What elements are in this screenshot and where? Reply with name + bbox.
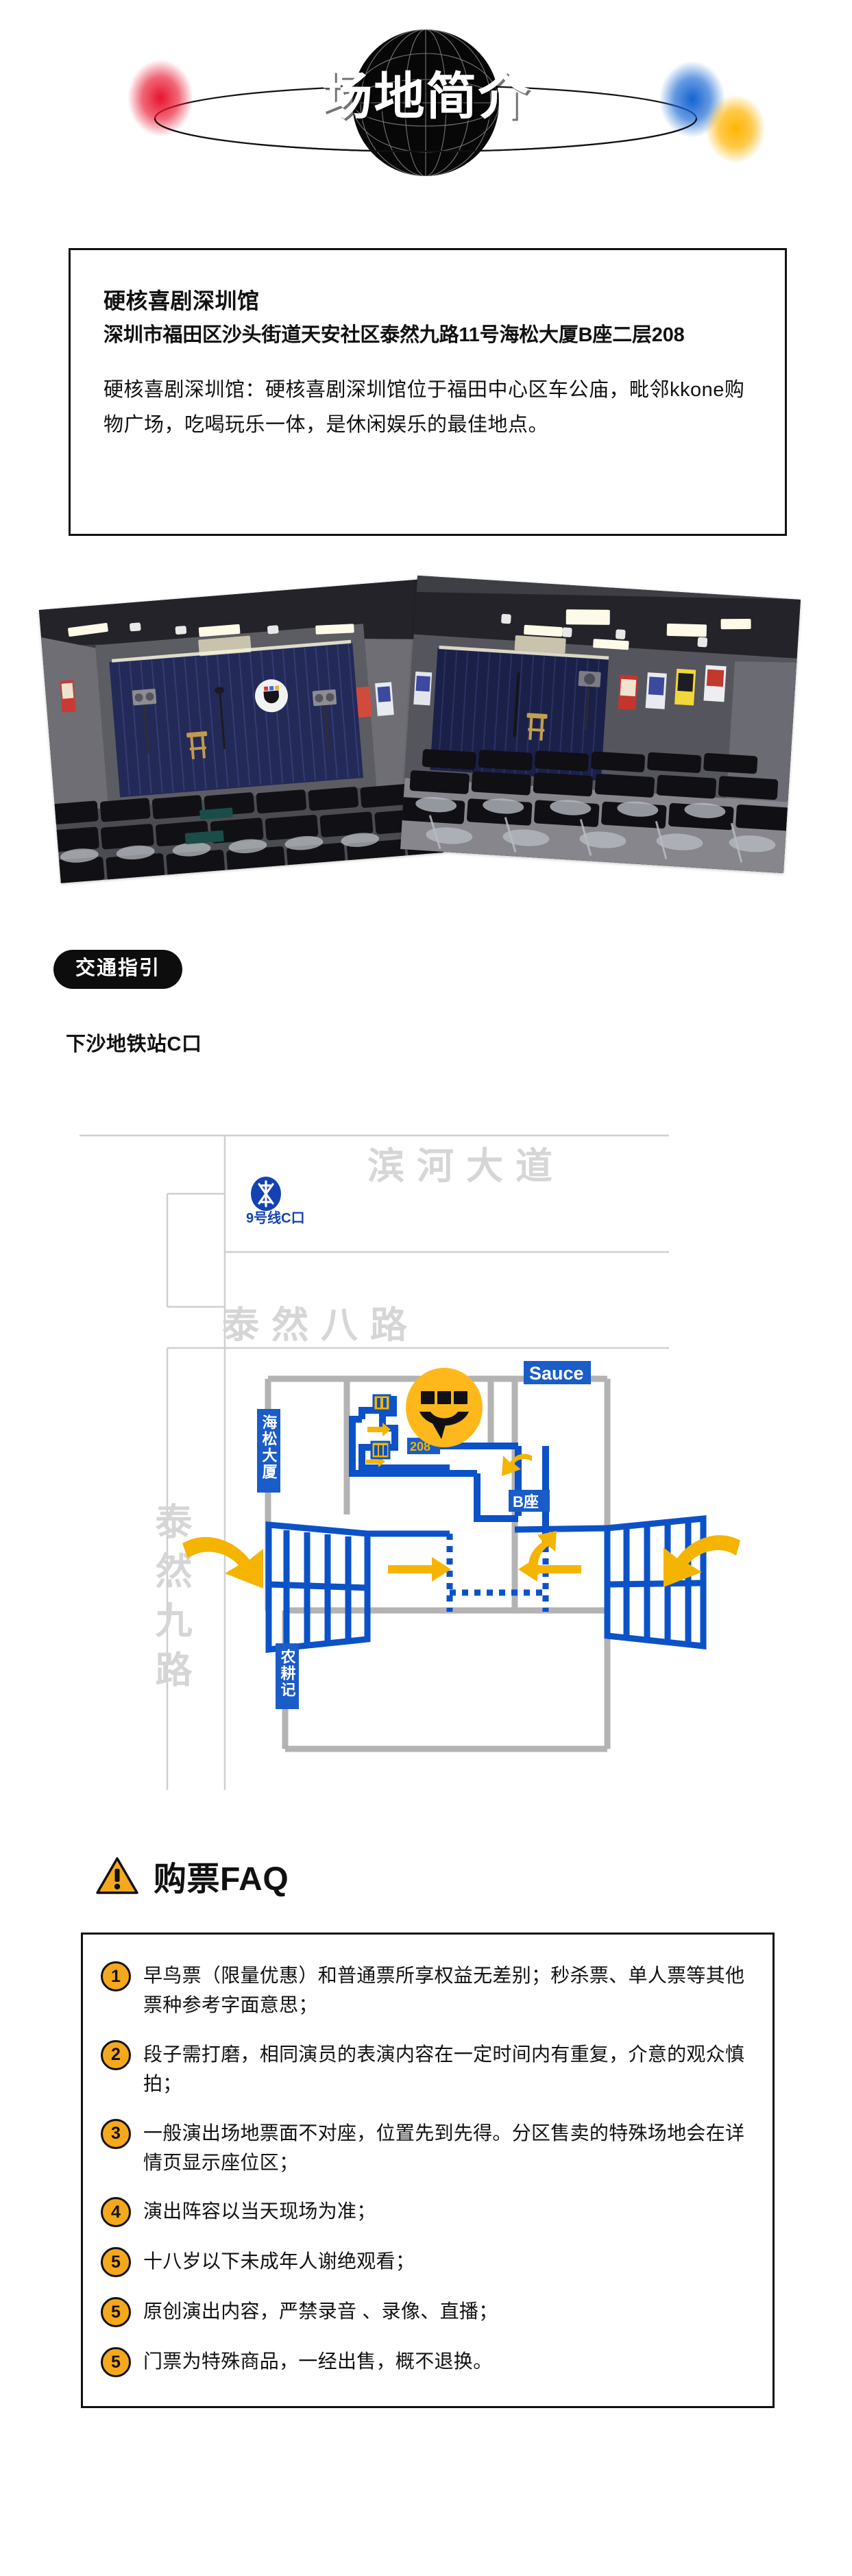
faq-item-text: 原创演出内容，严禁录音 、录像、直播； <box>143 2301 498 2322</box>
venue-photo-seating <box>400 575 801 874</box>
building-b-chip <box>509 1490 550 1512</box>
faq-item-text: 早鸟票（限量优惠）和普通票所享权益无差别；秒杀票、单人票等其他票种参考字面意思； <box>143 1965 745 2016</box>
faq-item-number: 5 <box>101 2297 131 2328</box>
faq-header: 购票FAQ <box>96 1852 289 1900</box>
faq-item-text: 门票为特殊商品，一经出售，概不退换。 <box>143 2351 493 2372</box>
nonggengji-label: 农耕记 <box>279 1648 297 1698</box>
faq-item-text: 一般演出场地票面不对座，位置先到先得。分区售卖的特殊场地会在详情页显示座位区； <box>143 2122 745 2173</box>
venue-location-map[interactable]: 滨河大道 泰然八路 泰然九路 9号线C口 <box>66 1105 751 1817</box>
parking-structure-right <box>604 1515 707 1650</box>
parking-structure-left <box>265 1521 371 1653</box>
venue-photo-stage <box>38 579 444 883</box>
road-label-tairan9: 泰然九路 <box>149 1502 192 1700</box>
page-title: 场地简介 <box>321 68 531 125</box>
venue-name: 硬核喜剧深圳馆 <box>104 289 260 313</box>
road-label-tairan8: 泰然八路 <box>222 1305 419 1346</box>
faq-item: 5 十八岁以下未成年人谢绝观看； <box>101 2245 752 2278</box>
faq-item-text: 十八岁以下未成年人谢绝观看； <box>143 2250 415 2272</box>
faq-item-number: 5 <box>101 2247 131 2278</box>
stage-photo-illustration <box>38 579 444 883</box>
faq-item: 3 一般演出场地票面不对座，位置先到先得。分区售卖的特殊场地会在详情页显示座位区… <box>101 2117 752 2178</box>
nonggengji-chip <box>276 1643 299 1709</box>
red-dot <box>127 60 193 136</box>
venue-address: 深圳市福田区沙头街道天安社区泰然九路11号海松大厦B座二层208 <box>104 323 685 346</box>
seating-photo-illustration <box>400 575 801 874</box>
faq-item-text: 段子需打磨，相同演员的表演内容在一定时间内有重复，介意的观众慎拍； <box>143 2043 745 2095</box>
metro-icon <box>251 1177 281 1211</box>
faq-item: 5 门票为特殊商品，一经出售，概不退换。 <box>101 2345 752 2378</box>
sauce-label: Sauce <box>529 1363 584 1384</box>
haisong-building-label: 海松大厦 <box>260 1414 278 1480</box>
faq-item: 4 演出阵容以当天现场为准； <box>101 2195 752 2228</box>
warning-triangle-icon <box>96 1857 138 1894</box>
faq-item: 1 早鸟票（限量优惠）和普通票所享权益无差别；秒杀票、单人票等其他票种参考字面意… <box>101 1959 752 2020</box>
map-boundary-lines <box>80 1134 669 1790</box>
road-label-binhe: 滨河大道 <box>367 1146 565 1187</box>
haisong-chip <box>257 1409 280 1493</box>
building-b-label: B座 <box>513 1493 539 1510</box>
metro-exit-label: 9号线C口 <box>246 1210 305 1226</box>
traffic-section-badge: 交通指引 <box>53 950 183 989</box>
room-208-label: 208 <box>410 1440 430 1453</box>
orbit-ring-front <box>154 118 698 153</box>
faq-item-number: 5 <box>101 2347 131 2378</box>
elevator-icon <box>372 1394 391 1412</box>
faq-item-number: 2 <box>101 2039 131 2070</box>
map-entry-bars <box>367 1525 608 1537</box>
sauce-chip <box>524 1361 591 1384</box>
faq-title: 购票FAQ <box>154 1861 289 1898</box>
faq-item-number: 4 <box>101 2197 131 2228</box>
subway-exit-text: 下沙地铁站C口 <box>66 1033 202 1055</box>
page-banner: 场地简介 <box>0 0 852 206</box>
orange-dot <box>705 95 766 163</box>
faq-list-card: 1 早鸟票（限量优惠）和普通票所享权益无差别；秒杀票、单人票等其他票种参考字面意… <box>81 1933 775 2409</box>
faq-item: 2 段子需打磨，相同演员的表演内容在一定时间内有重复，介意的观众慎拍； <box>101 2038 752 2099</box>
map-direction-arrows <box>182 1423 740 1588</box>
globe-graphic <box>127 29 766 176</box>
venue-photo-gallery <box>0 575 852 908</box>
venue-info-card: 硬核喜剧深圳馆 深圳市福田区沙头街道天安社区泰然九路11号海松大厦B座二层208… <box>69 248 787 536</box>
stairs-icon <box>370 1440 391 1460</box>
map-graphic: 滨河大道 泰然八路 泰然九路 9号线C口 <box>80 1134 740 1790</box>
faq-item-number: 3 <box>101 2118 131 2149</box>
venue-description: 硬核喜剧深圳馆：硬核喜剧深圳馆位于福田中心区车公庙，毗邻kkone购物广场，吃喝… <box>104 378 745 436</box>
smiley-pin-icon <box>406 1368 483 1447</box>
faq-item-text: 演出阵容以当天现场为准； <box>143 2200 376 2222</box>
faq-item-number: 1 <box>101 1961 131 1991</box>
faq-item: 5 原创演出内容，严禁录音 、录像、直播； <box>101 2295 752 2328</box>
